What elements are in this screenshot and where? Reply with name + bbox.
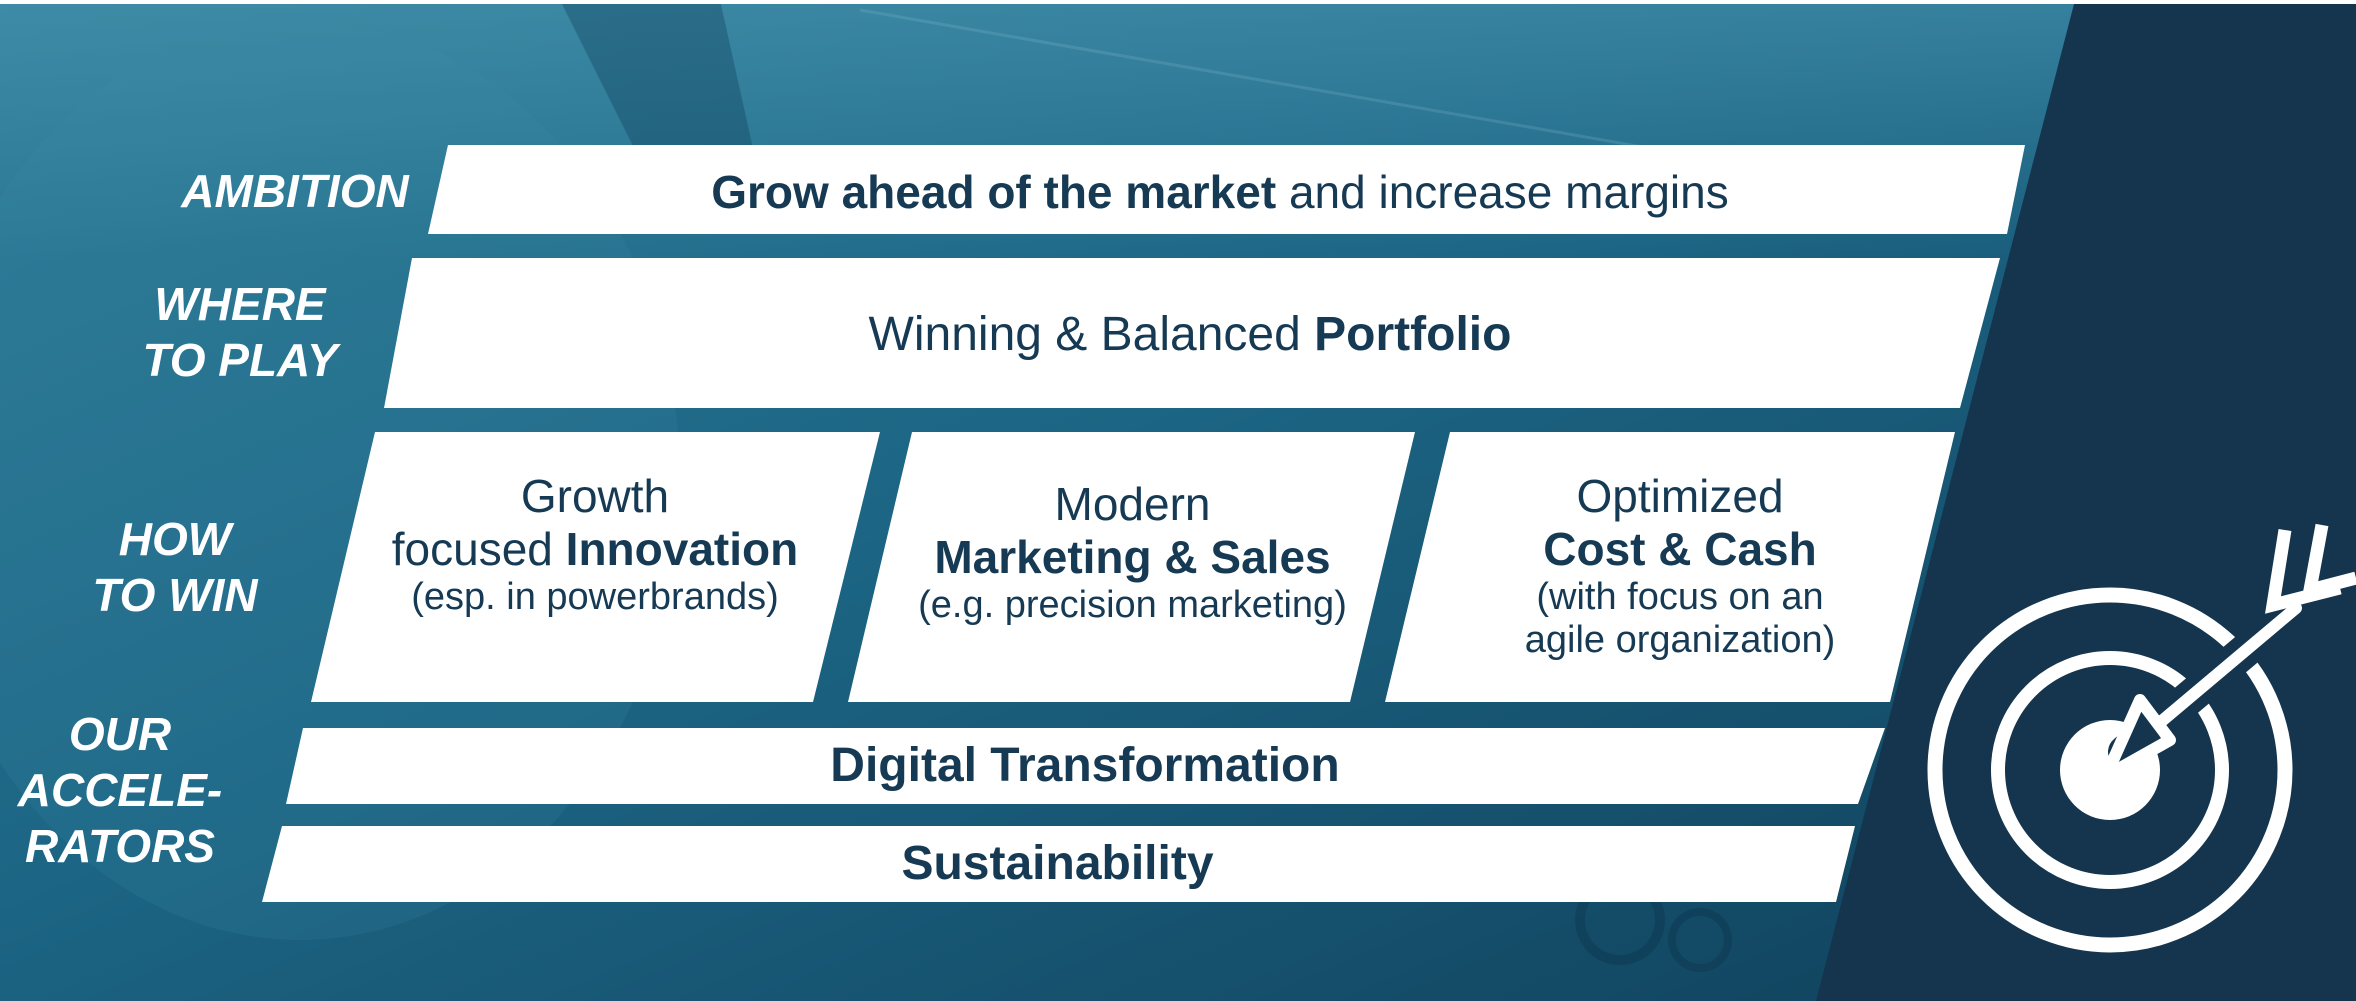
how-to-win-3-line-2: Cost & Cash — [1420, 523, 1940, 576]
label-accelerators-line-3: RATORS — [25, 820, 215, 873]
sustainability-bold: Sustainability — [901, 837, 1214, 890]
ambition-normal: and increase margins — [1276, 166, 1729, 218]
how-to-win-box-2 — [848, 432, 1415, 702]
digital-transformation-bold: Digital Transformation — [830, 739, 1340, 792]
how-to-win-3-text: Optimized Cost & Cash (with focus on an … — [1420, 470, 1940, 663]
sustainability-bar — [262, 826, 1855, 902]
label-accelerators-line-1: OUR — [68, 708, 172, 760]
label-accelerators: OUR ACCELE- RATORS — [0, 706, 240, 874]
label-where-to-play: WHERE TO PLAY — [120, 276, 360, 388]
label-how-to-win: HOW TO WIN — [55, 511, 295, 623]
how-to-win-1-line-2-normal: focused — [391, 522, 566, 575]
how-to-win-box-1 — [311, 432, 880, 702]
label-accelerators-line-2: ACCELE- — [17, 764, 223, 817]
how-to-win-2-line-2-bold: Marketing & Sales — [934, 530, 1331, 583]
ambition-text: Grow ahead of the market and increase ma… — [430, 166, 2010, 219]
how-to-win-1-line-2: focused Innovation — [345, 523, 845, 576]
how-to-win-2-text: Modern Marketing & Sales (e.g. precision… — [880, 478, 1385, 627]
where-to-play-bar — [384, 258, 2000, 408]
where-to-play-bold: Portfolio — [1314, 308, 1512, 361]
label-where-to-play-line-2: TO PLAY — [142, 334, 338, 387]
sustainability-text: Sustainability — [270, 836, 1845, 891]
digital-transformation-bar — [286, 728, 1885, 804]
how-to-win-box-3 — [1385, 432, 1955, 702]
how-to-win-1-detail: (esp. in powerbrands) — [411, 575, 779, 618]
label-how-to-win-line-2: TO WIN — [92, 569, 258, 622]
how-to-win-3-detail-2: agile organization) — [1524, 619, 1836, 662]
where-to-play-normal: Winning & Balanced — [868, 308, 1315, 361]
label-ambition: AMBITION — [150, 163, 440, 219]
how-to-win-2-line-1: Modern — [1054, 478, 1211, 530]
ambition-bar — [428, 145, 2025, 234]
how-to-win-3-line-2-bold: Cost & Cash — [1543, 522, 1817, 575]
label-where-to-play-line-1: WHERE — [154, 278, 326, 330]
how-to-win-2-line-2: Marketing & Sales — [880, 531, 1385, 584]
how-to-win-3-detail-1: (with focus on an — [1536, 575, 1824, 618]
target-with-arrow-icon — [1927, 523, 2356, 953]
label-how-to-win-line-1: HOW — [118, 513, 232, 565]
ambition-bold: Grow ahead of the market — [711, 166, 1277, 218]
digital-transformation-text: Digital Transformation — [300, 738, 1870, 793]
how-to-win-2-detail: (e.g. precision marketing) — [918, 583, 1347, 626]
where-to-play-text: Winning & Balanced Portfolio — [400, 307, 1980, 362]
how-to-win-1-line-1: Growth — [520, 470, 670, 522]
label-ambition-text: AMBITION — [181, 165, 409, 217]
how-to-win-1-text: Growth focused Innovation (esp. in power… — [345, 470, 845, 619]
how-to-win-1-line-2-bold: Innovation — [565, 522, 799, 575]
how-to-win-3-line-1: Optimized — [1576, 470, 1784, 522]
